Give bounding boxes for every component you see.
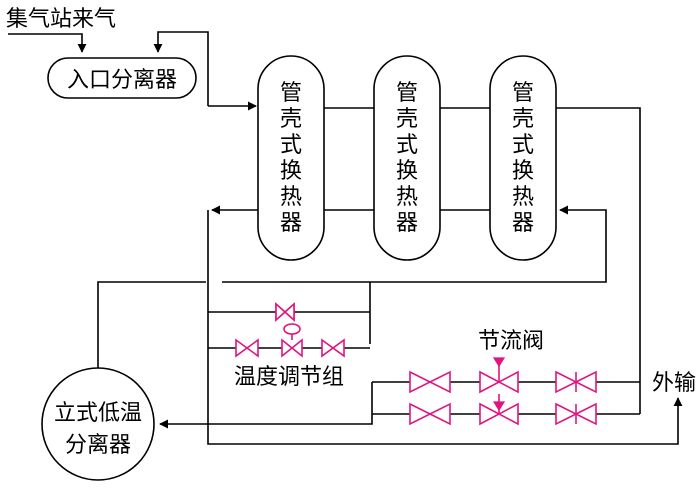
temp-control-valve-right[interactable] <box>321 338 345 358</box>
throttle-valve-label: 节流阀 <box>478 329 544 354</box>
heat-exchanger-label-char: 式 <box>512 133 534 158</box>
source-gas-label: 集气站来气 <box>6 7 116 32</box>
heat-exchanger-label-char: 管 <box>280 81 302 106</box>
heat-exchanger-label-char: 热 <box>280 185 302 210</box>
inlet-return-pipe <box>153 31 209 106</box>
heat-exchanger-label-char: 器 <box>396 211 418 236</box>
cold-main-line <box>207 210 683 445</box>
heat-exchanger-label-char: 换 <box>512 159 534 184</box>
temp-control-regulating-valve[interactable] <box>281 323 303 358</box>
temp-control-group-label: 温度调节组 <box>234 365 344 390</box>
throttle-isolation-valve-bottom-left[interactable] <box>409 402 451 426</box>
inlet-separator-label: 入口分离器 <box>67 68 177 93</box>
heat-exchanger-label-char: 式 <box>280 133 302 158</box>
export-label: 外输 <box>652 371 696 396</box>
separator-feed-pipe <box>208 414 373 425</box>
heat-exchanger-label-char: 器 <box>512 211 534 236</box>
hx3-outlet-pipe <box>556 107 641 378</box>
heat-exchanger-label-char: 管 <box>512 81 534 106</box>
heat-exchanger-label-char: 器 <box>280 211 302 236</box>
temp-control-valve-top[interactable] <box>275 302 295 322</box>
heat-exchanger-label-char: 壳 <box>512 107 534 132</box>
throttle-isolation-valve-bottom-right[interactable] <box>555 402 597 426</box>
temp-control-valve-left[interactable] <box>235 338 259 358</box>
throttle-isolation-valve-top-left[interactable] <box>409 370 451 394</box>
heat-exchanger-label-char: 式 <box>396 133 418 158</box>
heat-exchanger-label-char: 热 <box>396 185 418 210</box>
separator-overhead-pipe <box>97 281 206 368</box>
heat-exchanger-label-char: 热 <box>512 185 534 210</box>
heat-exchanger-label-char: 换 <box>396 159 418 184</box>
heat-exchanger-label-char: 管 <box>396 81 418 106</box>
hx3-return-pipe <box>222 205 607 283</box>
inlet-separator: 入口分离器 <box>47 57 197 99</box>
heat-exchanger-label-char: 换 <box>280 159 302 184</box>
source-gas-pipe <box>8 33 87 53</box>
throttle-isolation-valve-top-right[interactable] <box>555 370 597 394</box>
throttle-valve-bottom[interactable] <box>479 394 519 426</box>
throttle-valve-top[interactable] <box>479 357 519 394</box>
low-temp-separator-label-line2: 分离器 <box>65 433 131 458</box>
heat-exchanger-label-char: 壳 <box>280 107 302 132</box>
low-temp-separator-label-line1: 立式低温 <box>54 401 142 426</box>
heat-exchanger-label-char: 壳 <box>396 107 418 132</box>
low-temp-separator: 立式低温 分离器 <box>41 367 155 481</box>
